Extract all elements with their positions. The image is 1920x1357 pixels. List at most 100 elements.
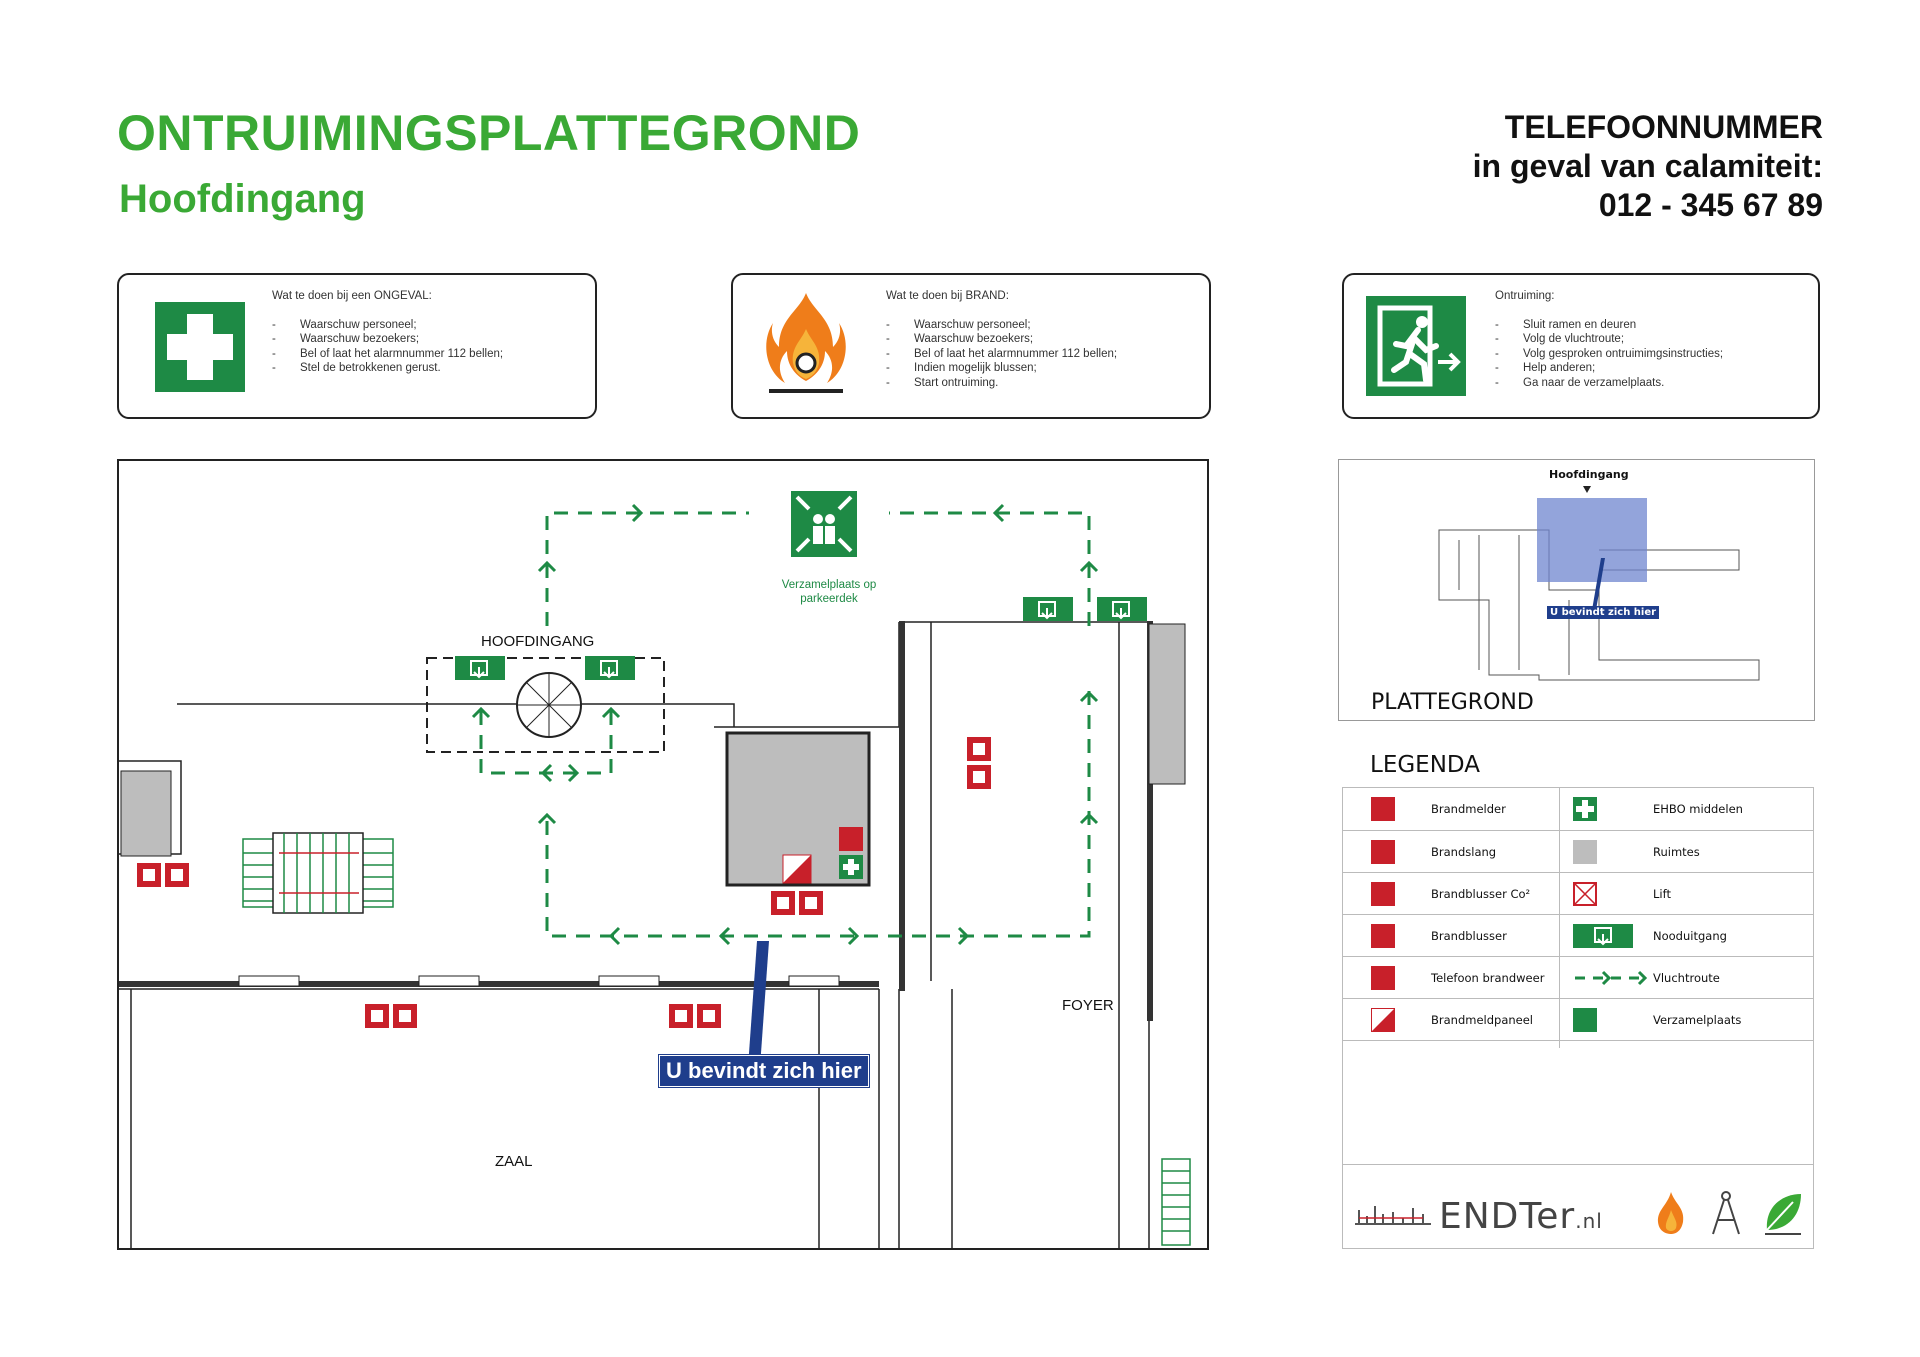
emergency-exit-icon [1573,924,1633,948]
list-item: Waarschuw personeel; [886,318,1117,333]
hall-label: ZAAL [495,1153,533,1170]
staircase [242,832,394,914]
accident-list: Waarschuw personeel; Waarschuw bezoekers… [272,318,503,376]
legend-row: Brandmeldpaneel Verzamelplaats [1343,998,1813,1041]
page-subtitle: Hoofdingang [119,177,366,221]
spiral-staircase [516,672,582,738]
list-item: Start ontruiming. [886,376,1117,391]
legend-footer-divider [1343,1164,1813,1165]
legend-label: Brandslang [1431,845,1497,859]
main-entrance-area [426,657,665,753]
brand-name: ENDTer [1439,1196,1576,1237]
room-gray [1148,623,1186,785]
you-are-here-pointer [1592,558,1605,610]
escape-route-icon [1575,970,1648,986]
room-gray [120,770,172,857]
you-are-here-label: U bevindt zich hier [658,1054,870,1088]
legend-label: Telefoon brandweer [1431,971,1545,985]
assembly-point-label: Verzamelplaats op parkeerdek [769,578,889,606]
legend-row: Brandblusser Co² Lift [1343,872,1813,914]
fire-alarm-panel-icon [782,854,812,884]
legend: Brandmelder EHBO middelen Brandslang Rui… [1342,787,1814,1249]
phone-subheading: in geval van calamiteit: [1472,148,1823,184]
list-item: Sluit ramen en deuren [1495,318,1723,333]
legend-label: Brandblusser Co² [1431,887,1531,901]
page-title: ONTRUIMINGSPLATTEGROND [117,105,861,161]
overview-caption: PLATTEGROND [1371,690,1534,715]
list-item: Bel of laat het alarmnummer 112 bellen; [886,347,1117,362]
overview-map: Hoofdingang U bevindt zich hier PLATTEGR… [1338,459,1815,721]
escape-route-arrows [471,503,1099,946]
list-item: Indien mogelijk blussen; [886,361,1117,376]
emergency-exit-icon [1366,296,1466,396]
list-item: Stel de betrokkenen gerust. [272,361,503,376]
fire-instructions-box: Wat te doen bij BRAND: Waarschuw persone… [731,273,1211,419]
main-entrance-label: HOOFDINGANG [481,633,595,650]
accident-instructions-box: Wat te doen bij een ONGEVAL: Waarschuw p… [117,273,597,419]
accident-instructions: Wat te doen bij een ONGEVAL: Waarschuw p… [272,289,503,376]
co2-extinguisher-icon [1371,882,1395,906]
evacuation-list: Sluit ramen en deuren Volg de vluchtrout… [1495,318,1723,391]
extinguisher-icon [1371,924,1395,948]
entrance-marker-icon [1583,486,1591,493]
skyline-logo-icon [1355,1206,1431,1225]
list-item: Waarschuw bezoekers; [886,332,1117,347]
assembly-point-label-line2: parkeerdek [800,593,858,605]
emergency-exit-icon [585,656,635,680]
floor-plan-drawing [119,491,1191,1248]
overview-drawing [1438,486,1760,681]
legend-divider [1559,788,1560,1048]
phone-number: 012 - 345 67 89 [1598,187,1823,223]
you-are-here-pointer [747,941,769,1081]
fire-list: Waarschuw personeel; Waarschuw bezoekers… [886,318,1117,391]
first-aid-icon [839,855,863,879]
compass-icon [1712,1191,1740,1235]
fire-equipment-glyphs [143,743,985,1022]
emergency-exit-icon [455,656,505,680]
legend-label: Brandmeldpaneel [1431,1013,1534,1027]
fire-phone-icon [1371,966,1395,990]
room-swatch-icon [1573,840,1597,864]
current-section-highlight [1537,498,1647,582]
floor-plan: Verzamelplaats op parkeerdek HOOFDINGANG… [117,459,1209,1250]
legend-row: Telefoon brandweer Vluchtroute [1343,956,1813,998]
first-aid-icon [155,302,245,392]
list-item: Volg de vluchtroute; [1495,332,1723,347]
fire-icon [766,293,846,393]
fire-alarm-icon [1371,797,1395,821]
list-item: Ga naar de verzamelplaats. [1495,376,1723,391]
brand-suffix: .nl [1575,1209,1603,1233]
overview-entrance-label: Hoofdingang [1549,468,1629,481]
list-item: Volg gesproken ontruimimgsinstructies; [1495,347,1723,362]
legend-row: Brandblusser Nooduitgang [1343,914,1813,956]
evacuation-instructions-box: Ontruiming: Sluit ramen en deuren Volg d… [1342,273,1820,419]
assembly-point-icon [791,491,857,557]
assembly-point-label-line1: Verzamelplaats op [781,579,877,591]
fire-instructions: Wat te doen bij BRAND: Waarschuw persone… [886,289,1117,390]
legend-row: Brandslang Ruimtes [1343,830,1813,872]
list-item: Help anderen; [1495,361,1723,376]
fire-heading: Wat te doen bij BRAND: [886,290,1009,302]
legend-title: LEGENDA [1370,752,1480,778]
brand-logo: ENDTer.nl [1439,1196,1603,1237]
list-item: Waarschuw bezoekers; [272,332,503,347]
escape-route [479,511,1091,938]
list-item: Bel of laat het alarmnummer 112 bellen; [272,347,503,362]
legend-label: Vluchtroute [1653,971,1720,985]
assembly-point-icon [1573,1008,1597,1032]
accident-heading: Wat te doen bij een ONGEVAL: [272,290,432,302]
emergency-phone-block: TELEFOONNUMMER in geval van calamiteit: … [1473,108,1823,225]
legend-row: Brandmelder EHBO middelen [1343,788,1813,829]
legend-label: Nooduitgang [1653,929,1727,943]
fire-alarm-panel-icon [1371,1008,1395,1032]
legend-label: Ruimtes [1653,845,1700,859]
leaf-icon [1765,1194,1801,1235]
evacuation-instructions: Ontruiming: Sluit ramen en deuren Volg d… [1495,289,1723,390]
emergency-exit-icon [1097,597,1147,621]
legend-label: Brandblusser [1431,929,1507,943]
legend-label: EHBO middelen [1653,802,1743,816]
evacuation-heading: Ontruiming: [1495,290,1555,302]
staircase [1161,1158,1191,1246]
phone-heading: TELEFOONNUMMER [1504,109,1823,145]
fire-hose-icon [1371,840,1395,864]
